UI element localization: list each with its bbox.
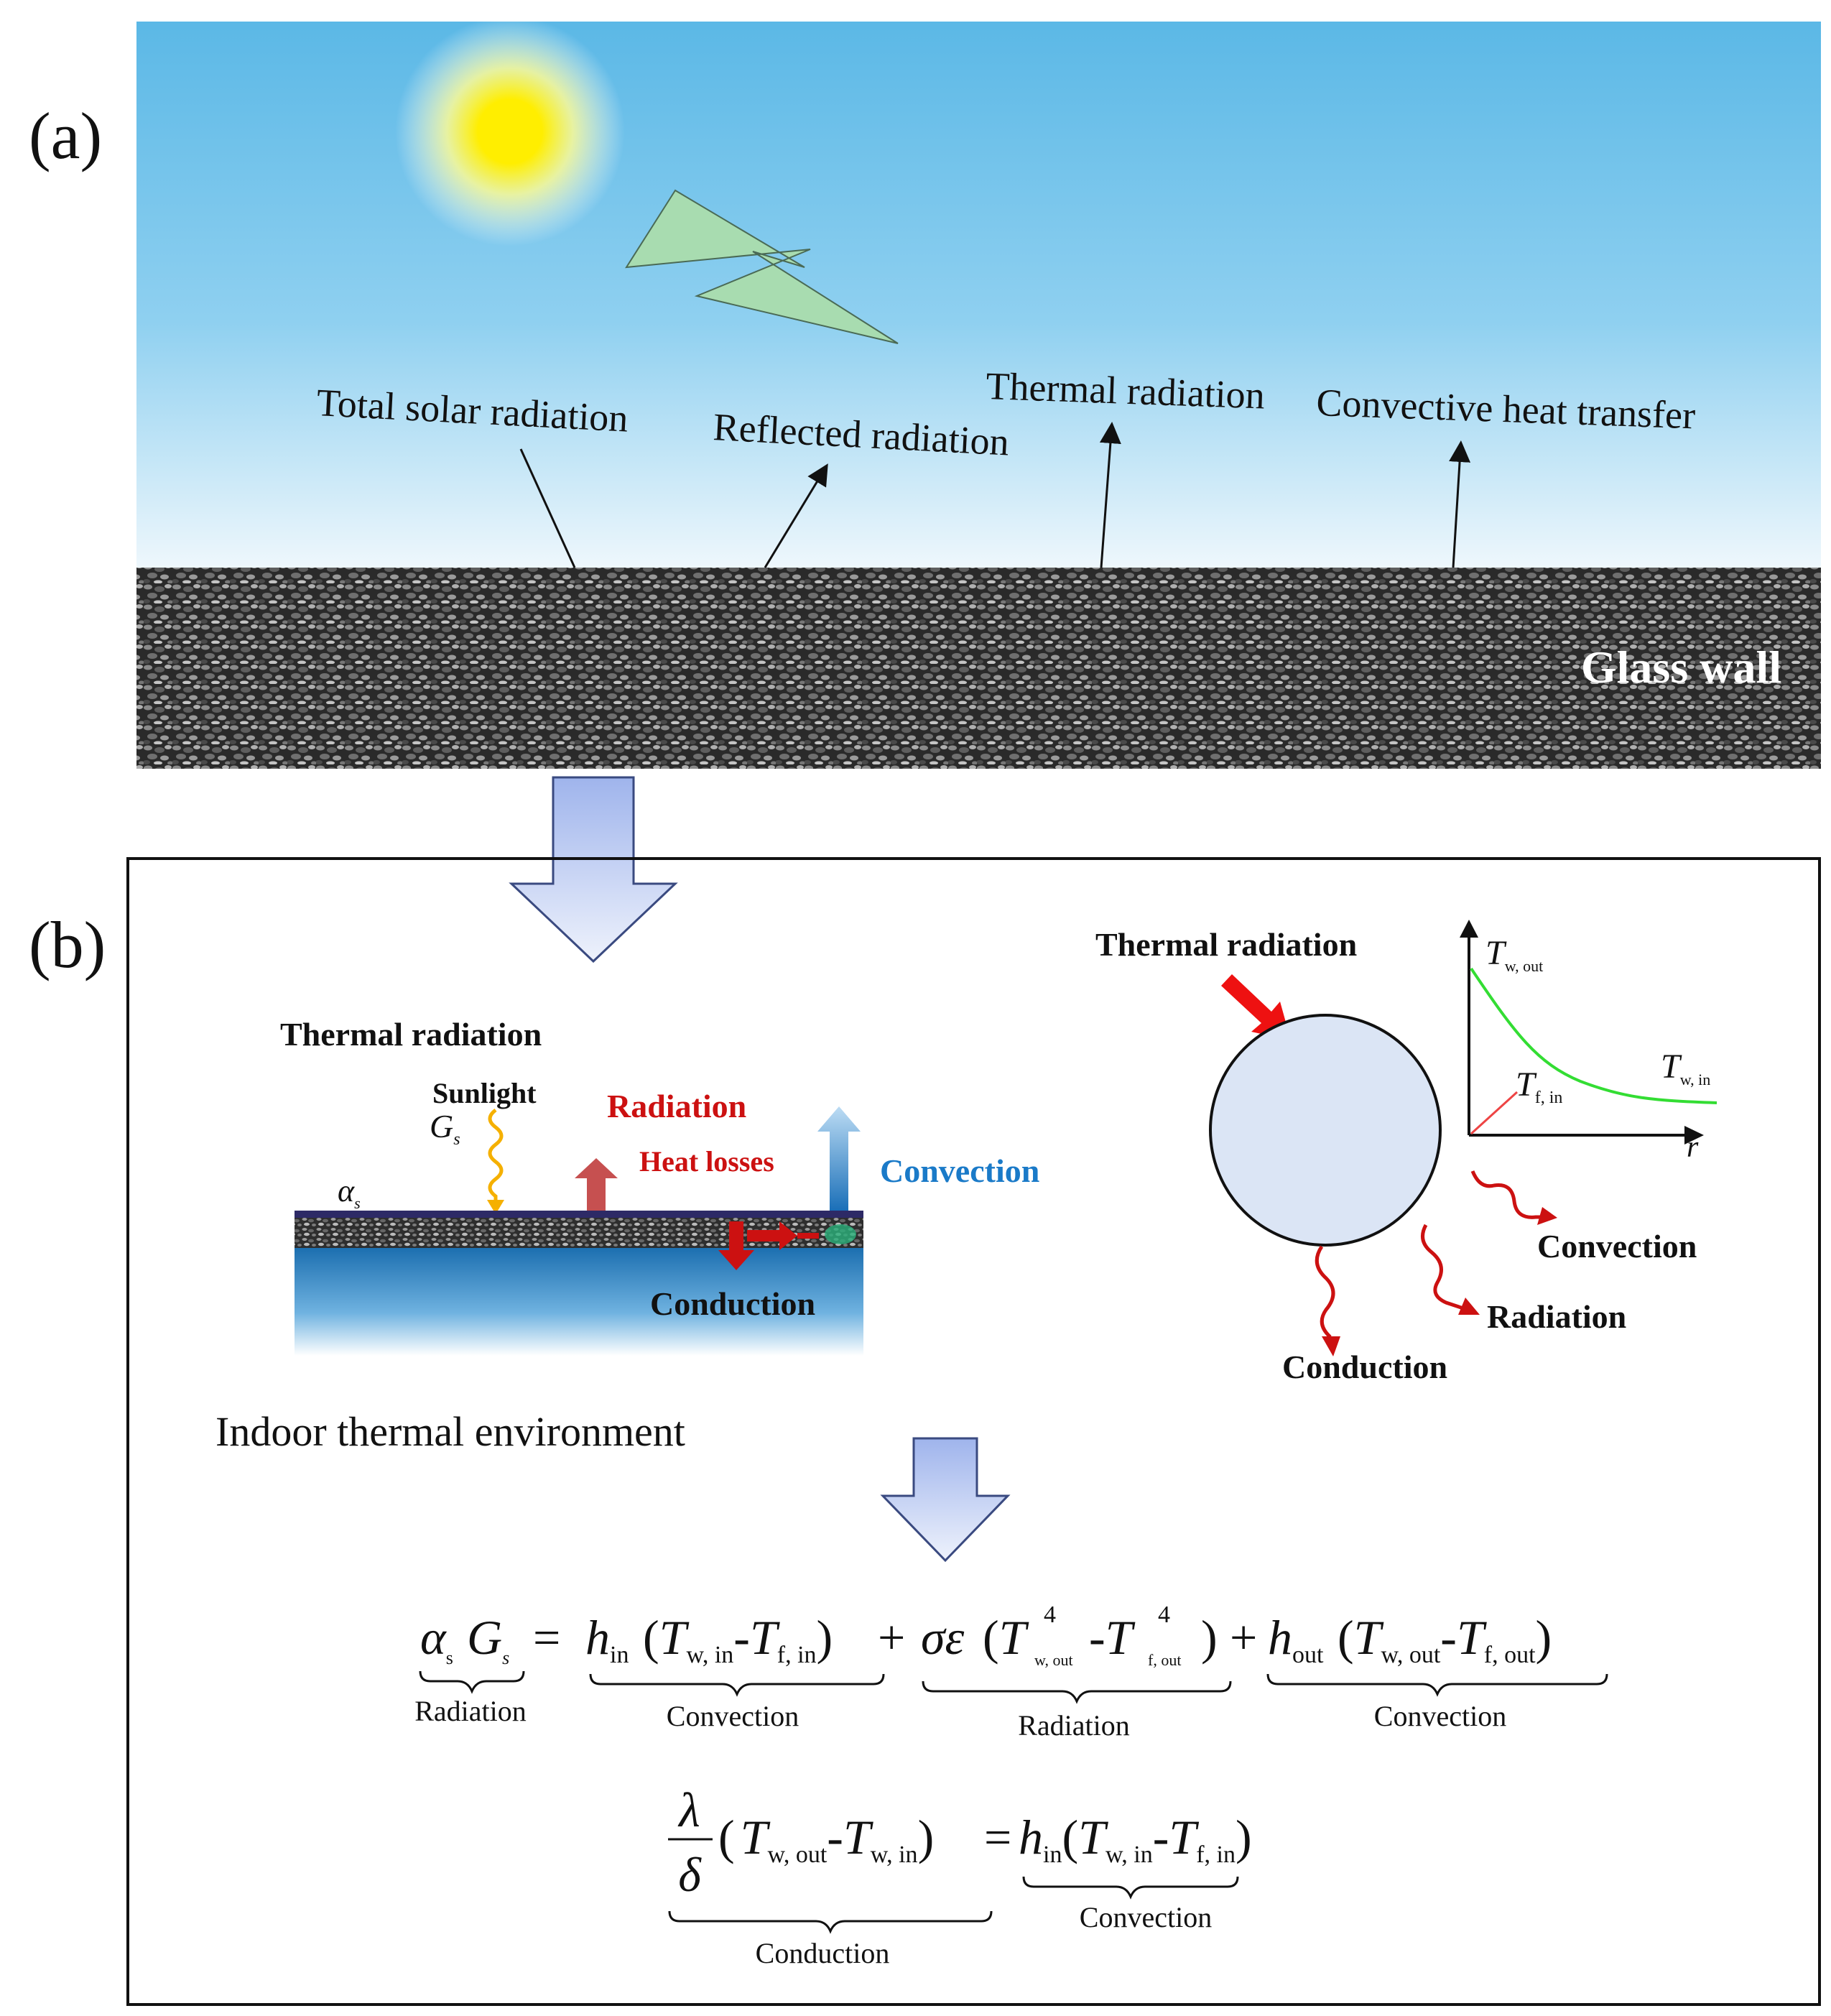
eq1-w-out-small: w, out	[1034, 1651, 1073, 1669]
panel-b-label: (b)	[29, 908, 106, 981]
sky-background	[136, 22, 1821, 568]
flow-arrow-down-icon	[509, 776, 678, 963]
schematic-thermal-radiation-title: Thermal radiation	[280, 1016, 542, 1053]
eq1-brace-radiation-2	[922, 1680, 1232, 1704]
t-f-in-label: Tf, in	[1516, 1065, 1562, 1107]
pipe-radiation-label: Radiation	[1487, 1298, 1626, 1335]
panel-a-label: (a)	[29, 99, 102, 172]
eq1-sigma-epsilon: σε	[921, 1610, 965, 1665]
tf-in-pointer	[1470, 1091, 1519, 1135]
lightning-bolt-icon	[625, 189, 899, 344]
convection-out-arrowhead-icon	[1537, 1207, 1557, 1225]
sun-icon	[395, 17, 625, 246]
convection-up-arrow-icon	[817, 1106, 861, 1211]
pipe-convection-label: Convection	[1537, 1228, 1697, 1264]
radiation-up-arrow-icon	[575, 1158, 618, 1211]
glass-wall-layer	[136, 568, 1821, 769]
t-w-out-label: Tw, out	[1485, 934, 1543, 975]
eq2-delta: δ	[678, 1847, 702, 1902]
gs-symbol: Gs	[430, 1108, 460, 1149]
radius-axis-arrowhead-icon	[1684, 1126, 1704, 1145]
conduction-out-wavy-arrow	[1315, 1245, 1335, 1338]
energy-balance-equation: αs Gs = hin (Tw, in-Tf, in) + σε (T 4 w,…	[414, 1601, 1608, 1742]
surface-top-layer	[295, 1211, 863, 1218]
eq1-brace-label-convection-2: Convection	[1374, 1700, 1506, 1732]
pipe-thermal-radiation-label: Thermal radiation	[1095, 926, 1357, 963]
panel-b-frame	[126, 857, 1821, 2006]
conduction-out-arrowhead-icon	[1322, 1336, 1340, 1356]
conduction-arrows-icon	[718, 1221, 856, 1270]
eq1-power-2: 4	[1158, 1601, 1170, 1628]
radiation-out-wavy-arrow	[1421, 1224, 1468, 1312]
temperature-axis-arrowhead-icon	[1460, 920, 1478, 938]
thermal-radiation-label: Thermal radiation	[986, 364, 1266, 417]
eq1-brace-radiation-lhs	[419, 1670, 525, 1694]
total-solar-pointer	[519, 448, 576, 568]
temperature-profile-curve	[1470, 967, 1718, 1104]
eq1-term2-close: )	[1201, 1610, 1218, 1665]
eq1-equals: =	[533, 1610, 560, 1665]
surface-substrate	[295, 1248, 863, 1356]
eq1-f-out-small: f, out	[1148, 1651, 1181, 1669]
alpha-symbol: αs	[338, 1173, 361, 1212]
reflected-radiation-arrow	[764, 463, 828, 568]
eq1-brace-label-convection-1: Convection	[667, 1700, 799, 1732]
eq1-term3: (Tw, out-Tf, out)	[1338, 1610, 1552, 1668]
eq2-lambda: λ	[677, 1783, 700, 1837]
sunlight-label: Sunlight	[432, 1077, 537, 1109]
eq1-brace-label-radiation-lhs: Radiation	[414, 1695, 527, 1727]
eq1-term1: (Tw, in-Tf, in)	[643, 1610, 833, 1668]
convective-heat-transfer-arrow	[1449, 440, 1471, 568]
eq1-h-out: hout	[1268, 1610, 1324, 1668]
eq2-brace-convection	[1022, 1876, 1239, 1900]
eq1-brace-label-radiation-2: Radiation	[1018, 1709, 1130, 1742]
heat-losses-label: Heat losses	[639, 1145, 774, 1178]
eq1-g: Gs	[467, 1610, 509, 1668]
surface-schematic: Thermal radiation Sunlight Gs αs Radiati…	[280, 1016, 1039, 1356]
t-w-in-label: Tw, in	[1661, 1048, 1710, 1088]
pipe-cross-section	[1209, 1014, 1442, 1247]
conduction-equation: λ δ (Tw, out-Tw, in) = hin(Tw, in-Tf, in…	[668, 1783, 1252, 1969]
convection-label: Convection	[880, 1152, 1039, 1189]
eq1-plus-2: +	[1230, 1610, 1257, 1665]
eq1-power-1: 4	[1044, 1601, 1056, 1628]
glass-wall-label: Glass wall	[1581, 642, 1781, 693]
eq1-brace-convection-1	[589, 1673, 885, 1697]
eq2-lhs-term: (Tw, out-Tw, in)	[718, 1810, 934, 1868]
eq2-rhs-term: hin(Tw, in-Tf, in)	[1019, 1810, 1252, 1868]
flow-arrow-down-icon-2	[880, 1437, 1011, 1563]
eq1-term2b: -T	[1089, 1610, 1136, 1665]
indoor-thermal-environment-caption: Indoor thermal environment	[215, 1408, 685, 1455]
pipe-conduction-label: Conduction	[1282, 1349, 1447, 1385]
thermal-radiation-arrow	[1099, 422, 1121, 568]
radiation-label: Radiation	[607, 1088, 746, 1124]
radiation-out-arrowhead-icon	[1458, 1298, 1480, 1315]
conduction-label: Conduction	[650, 1285, 815, 1322]
eq1-term2: (T	[983, 1610, 1029, 1665]
eq2-brace-conduction	[668, 1910, 993, 1934]
eq2-brace-label-convection: Convection	[1080, 1901, 1212, 1933]
eq2-brace-label-conduction: Conduction	[756, 1937, 890, 1969]
sunlight-arrowhead-icon	[487, 1200, 504, 1214]
pipe-schematic: Thermal radiation r Tw, out Tf, in Tw, i…	[1095, 920, 1718, 1385]
sunlight-wavy-arrow	[488, 1109, 504, 1203]
eq1-brace-convection-2	[1266, 1673, 1608, 1697]
convection-out-wavy-arrow	[1470, 1170, 1544, 1219]
eq2-equals: =	[984, 1810, 1011, 1864]
eq1-plus-1: +	[878, 1610, 905, 1665]
radius-axis-label: r	[1687, 1131, 1699, 1164]
eq1-alpha: αs	[420, 1610, 453, 1668]
thermal-radiation-in-arrow-icon	[1221, 974, 1291, 1040]
eq1-h-in: hin	[585, 1610, 629, 1668]
